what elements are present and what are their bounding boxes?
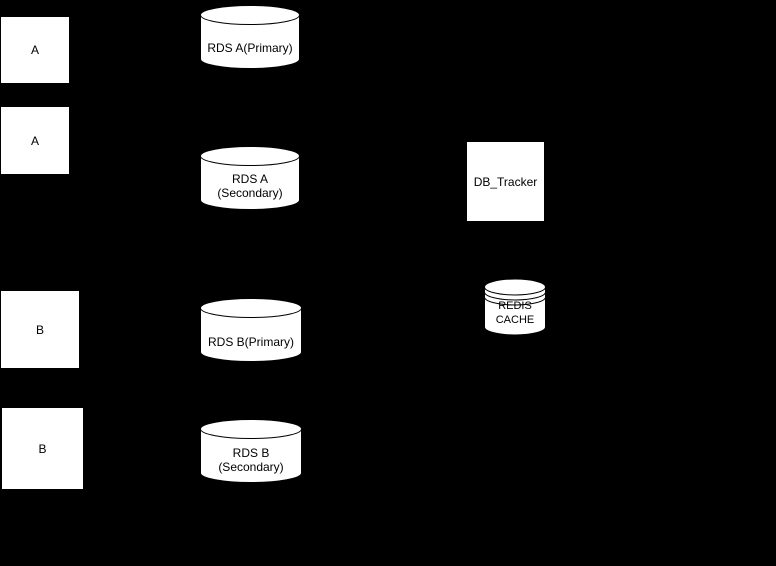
rds-a-primary-node: RDS A(Primary) <box>200 5 300 69</box>
rds-b-secondary-node: RDS B (Secondary) <box>200 419 302 483</box>
rds-a-secondary-node: RDS A (Secondary) <box>200 146 300 210</box>
service-box-b-1-label: B <box>35 322 44 337</box>
redis-cache-label: REDIS CACHE <box>495 300 535 326</box>
service-box-a-2-label: A <box>30 133 39 148</box>
service-box-a-2: A <box>0 106 70 175</box>
db-tracker-node: DB_Tracker <box>466 141 545 222</box>
rds-b-primary-label: RDS B(Primary) <box>208 335 294 349</box>
database-cylinder-icon <box>200 5 300 69</box>
stacked-database-cylinder-icon <box>484 278 546 336</box>
database-cylinder-icon <box>200 298 302 362</box>
service-box-b-1: B <box>0 290 80 369</box>
service-box-b-2: B <box>1 407 84 490</box>
rds-a-secondary-label: RDS A (Secondary) <box>217 172 283 200</box>
db-tracker-label: DB_Tracker <box>473 174 538 189</box>
rds-b-secondary-label: RDS B (Secondary) <box>218 446 284 474</box>
redis-cache-node: REDIS CACHE <box>484 278 546 336</box>
service-box-a-1-label: A <box>30 43 39 57</box>
service-box-a-1: A <box>0 16 70 84</box>
database-cylinder-icon <box>200 146 300 210</box>
rds-b-primary-node: RDS B(Primary) <box>200 298 302 362</box>
rds-a-primary-label: RDS A(Primary) <box>207 41 293 55</box>
database-cylinder-icon <box>200 419 302 483</box>
service-box-b-2-label: B <box>38 441 47 456</box>
